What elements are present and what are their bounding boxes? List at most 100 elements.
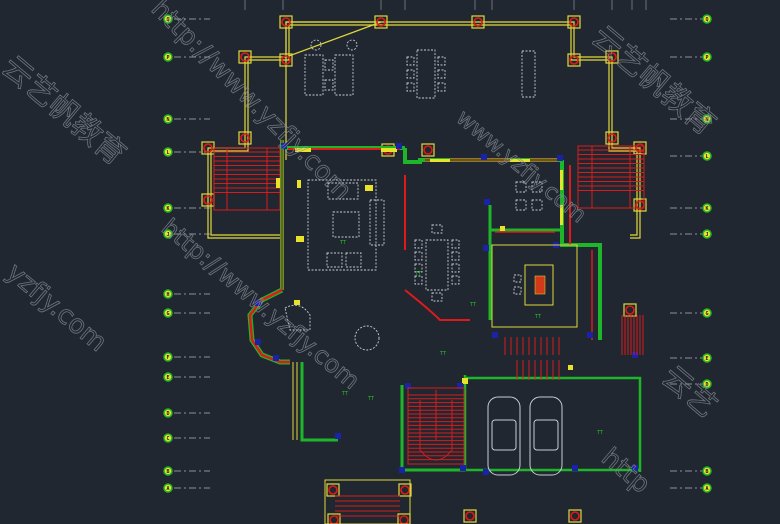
column-frame [279, 15, 293, 29]
watermark-http: http [596, 442, 656, 499]
axis-bubble-left-A: A [163, 483, 210, 493]
axis-label: L [166, 150, 169, 156]
axis-bubble [702, 379, 712, 389]
axis-label: G [166, 311, 169, 317]
axis-bubble-left-P: P [163, 52, 210, 62]
column-core [329, 515, 339, 524]
garage-stairs [504, 315, 644, 380]
axis-label: K [166, 206, 169, 212]
column-frame [238, 50, 252, 64]
column-core [569, 17, 579, 27]
column-frame [605, 131, 619, 145]
axis-bubble [163, 352, 173, 362]
structural-columns [201, 15, 647, 524]
column-corner [632, 352, 638, 358]
axis-bubble-right-J: J [670, 229, 712, 239]
column [421, 143, 435, 157]
axis-bubble [702, 466, 712, 476]
column [398, 483, 412, 497]
column-corner [483, 469, 489, 475]
column-frame [421, 143, 435, 157]
exterior-walls [247, 140, 642, 472]
axis-bubble-right-G: G [670, 308, 712, 318]
watermark-brand-3: 云艺 [655, 359, 723, 424]
axis-bubble [163, 203, 173, 213]
axis-bubble [163, 483, 173, 493]
column-frame [633, 198, 647, 212]
column [567, 15, 581, 29]
column-corner [572, 465, 578, 471]
column-frame [605, 50, 619, 64]
column-corner [335, 433, 341, 439]
column-corner [405, 383, 411, 389]
axis-bubble [702, 52, 712, 62]
column [326, 483, 340, 497]
column-corner [632, 465, 638, 471]
room-tag: TT [534, 314, 542, 320]
room-tag: TT [469, 302, 477, 308]
axis-bubble [163, 372, 173, 382]
axis-label: P [705, 55, 708, 61]
column-core [328, 485, 338, 495]
column [238, 50, 252, 64]
axis-label: A [166, 486, 169, 492]
column-core [399, 515, 409, 524]
axis-bubble [163, 308, 173, 318]
column [471, 15, 485, 29]
axis-bubble [702, 151, 712, 161]
axis-bubble [163, 114, 173, 124]
kitchen-island [491, 244, 578, 328]
axis-bubble-left-G: G [163, 308, 210, 318]
axis-bubble [702, 229, 712, 239]
stair-right-treads [578, 149, 644, 191]
cars [487, 396, 563, 476]
axis-bubble-left-N: N [163, 114, 210, 124]
axis-label: Q [705, 17, 708, 23]
top-ruler-ticks [244, 0, 647, 10]
axis-label: B [166, 469, 169, 475]
watermark-brand-1: 云艺帆教育 [0, 49, 132, 172]
column-core [281, 17, 291, 27]
axis-bubble-right-E: E [670, 353, 712, 363]
axis-label: E [705, 356, 708, 362]
axis-label: C [166, 436, 169, 442]
entrance-treads [335, 495, 400, 517]
column-core [465, 511, 475, 521]
column-core [570, 511, 580, 521]
axis-label: E [166, 375, 169, 381]
axis-bubble [163, 466, 173, 476]
column-frame [623, 303, 637, 317]
room-tag: TT [414, 271, 422, 277]
stair-center-treads [408, 394, 464, 461]
windows [276, 148, 573, 384]
column-corner [399, 467, 405, 473]
entrance-steps [324, 479, 411, 524]
column-core [473, 17, 483, 27]
column-core [240, 133, 250, 143]
axis-label: D [166, 411, 169, 417]
column-core [607, 52, 617, 62]
column-corner [396, 143, 402, 149]
column-corner [483, 245, 489, 251]
axis-bubble-right-A: A [670, 483, 712, 493]
axis-bubble [163, 52, 173, 62]
axis-bubble-right-P: P [670, 52, 712, 62]
axis-bubble-left-Q: Q [163, 14, 210, 24]
axis-bubble-right-Q: Q [670, 14, 712, 24]
axis-label: G [705, 311, 708, 317]
column-frame [567, 15, 581, 29]
axis-label: K [705, 206, 708, 212]
axis-bubble-left-F: F [163, 352, 210, 362]
axis-bubble-left-C: C [163, 433, 210, 443]
column-core [376, 17, 386, 27]
axis-label: A [705, 486, 708, 492]
axis-bubble-left-J: J [163, 229, 210, 239]
column-frame [327, 513, 341, 524]
column-core [607, 133, 617, 143]
room-tag: TT [341, 391, 349, 397]
axis-label: N [166, 117, 169, 123]
